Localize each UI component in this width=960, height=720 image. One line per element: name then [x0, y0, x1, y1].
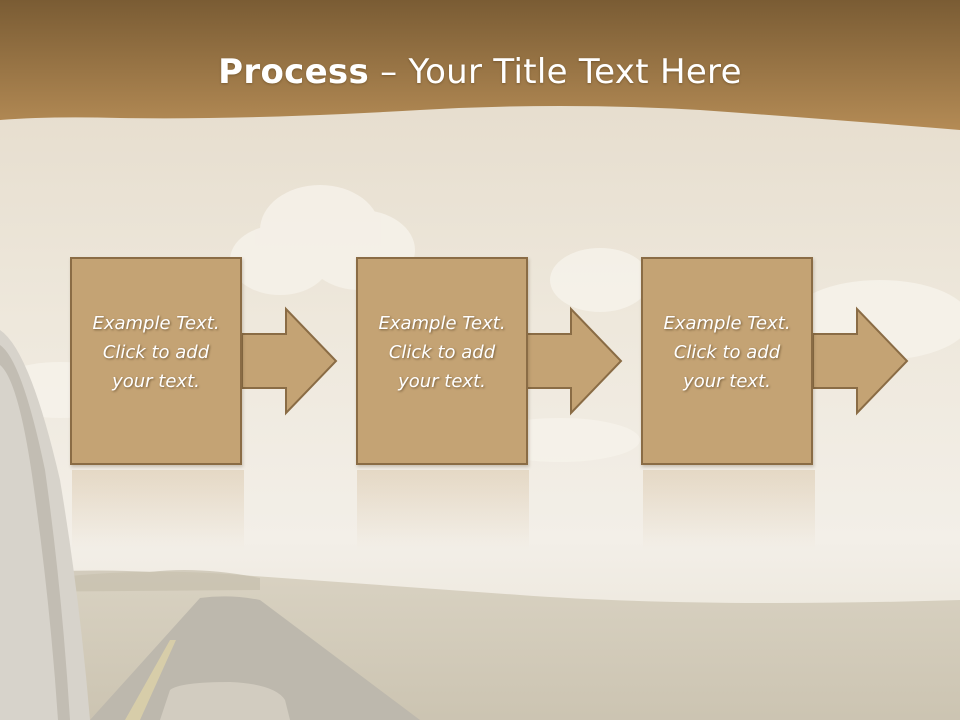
slide-title[interactable]: Process – Your Title Text Here [0, 52, 960, 92]
step-box-2[interactable]: Example Text. Click to add your text. [356, 257, 528, 465]
step-reflection [357, 470, 529, 550]
arrow-1 [241, 306, 338, 416]
step-reflection [643, 470, 815, 550]
title-banner [0, 0, 960, 130]
step-text-3[interactable]: Example Text. Click to add your text. [663, 313, 791, 392]
arrow-2 [526, 306, 623, 416]
step-box-3[interactable]: Example Text. Click to add your text. [641, 257, 813, 465]
step-box-1[interactable]: Example Text. Click to add your text. [70, 257, 242, 465]
step-text-2[interactable]: Example Text. Click to add your text. [378, 313, 506, 392]
step-text-1[interactable]: Example Text. Click to add your text. [92, 313, 220, 392]
title-bold: Process [218, 52, 370, 92]
arrows-group [241, 306, 909, 416]
title-rest: – Your Title Text Here [369, 52, 742, 92]
side-mirror [160, 682, 290, 720]
arrow-3 [812, 306, 909, 416]
step-reflection [72, 470, 244, 550]
